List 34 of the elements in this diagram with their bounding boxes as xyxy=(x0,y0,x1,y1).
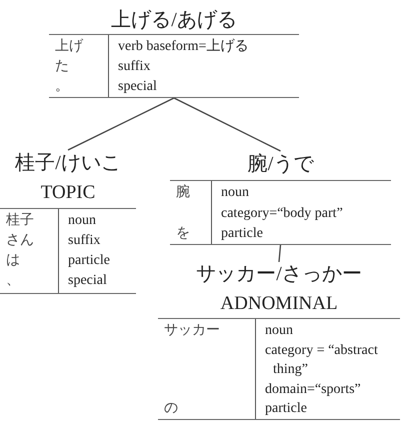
feature-cell-text: particle xyxy=(221,225,264,243)
tree-branch-line xyxy=(174,97,281,152)
feature-cell-text: particle xyxy=(68,252,111,270)
feature-cell-text: suffix xyxy=(68,232,102,250)
morpheme-cell: 腕 xyxy=(176,183,190,202)
feature-cell-text: noun xyxy=(68,212,97,230)
feature-cell-text: noun xyxy=(265,322,294,340)
morpheme-cell-text: 上げ xyxy=(55,38,83,56)
feature-cell-text: suffix xyxy=(118,58,152,76)
feature-cell-text: category=“body part” xyxy=(221,204,344,222)
morpheme-cell-text: サッカー xyxy=(164,322,220,340)
morpheme-cell-text: の xyxy=(164,400,178,418)
case-label: ADNOMINAL xyxy=(219,292,339,316)
morpheme-cell-text: は xyxy=(6,252,20,270)
case-label: TOPIC xyxy=(40,181,96,205)
morpheme-cell-text: さん xyxy=(6,232,34,250)
morpheme-cell-text: を xyxy=(176,225,190,243)
morpheme-cell-text: 。 xyxy=(55,78,69,96)
feature-cell-text: domain=“sports” xyxy=(265,380,362,398)
morpheme-cell-text: 、 xyxy=(6,272,20,290)
word-heading: 桂子/けいこ xyxy=(14,151,122,176)
word-heading: 腕/うで xyxy=(246,152,315,177)
tree-branch-line xyxy=(278,244,282,262)
feature-cell-text: particle xyxy=(265,400,308,418)
feature-cell-text: special xyxy=(68,272,108,290)
word-heading: サッカー/さっかー xyxy=(195,262,363,287)
feature-cell-text: verb baseform=上げる xyxy=(118,38,250,56)
feature-cell-text: noun xyxy=(221,184,250,202)
tree-branch-line xyxy=(68,97,174,151)
feature-cell-text: special xyxy=(118,78,158,96)
word-heading: 上げる/あげる xyxy=(110,8,238,33)
morpheme-cell-text: た xyxy=(55,58,69,76)
morpheme-cell-text: 桂子 xyxy=(6,212,34,230)
feature-cell-text: category = “abstract thing” xyxy=(265,342,379,378)
